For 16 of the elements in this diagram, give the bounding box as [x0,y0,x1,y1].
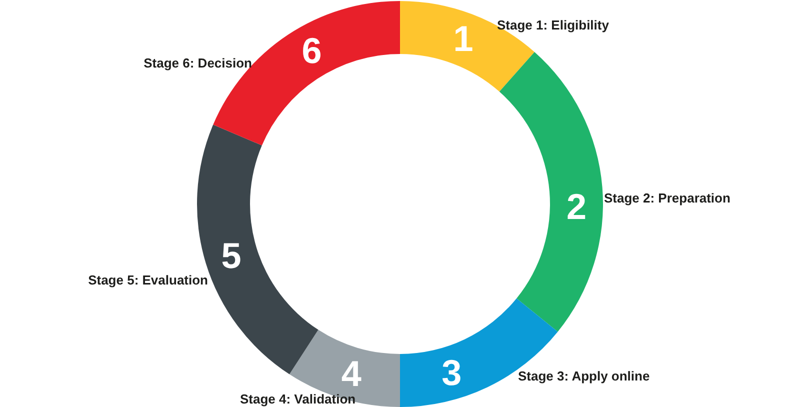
ring-segment [400,1,534,92]
stage-number: 4 [341,356,362,392]
stage-label: Stage 1: Eligibility [497,18,609,32]
stage-number: 5 [221,238,242,274]
ring-segment [499,52,603,332]
ring-segment [289,330,400,407]
stage-number: 1 [453,21,474,58]
stage-label: Stage 5: Evaluation [88,272,208,288]
stage-label: Stage 6: Decision [144,56,252,70]
stage-label: Stage 3: Apply online [518,368,650,384]
stage-label: Stage 4: Validation [240,392,356,406]
ring-segment [400,298,558,407]
stage-label: Stage 2: Preparation [604,190,730,206]
stage-number: 3 [442,354,462,391]
stage-number: 2 [566,189,586,226]
stage-number: 6 [302,33,322,70]
